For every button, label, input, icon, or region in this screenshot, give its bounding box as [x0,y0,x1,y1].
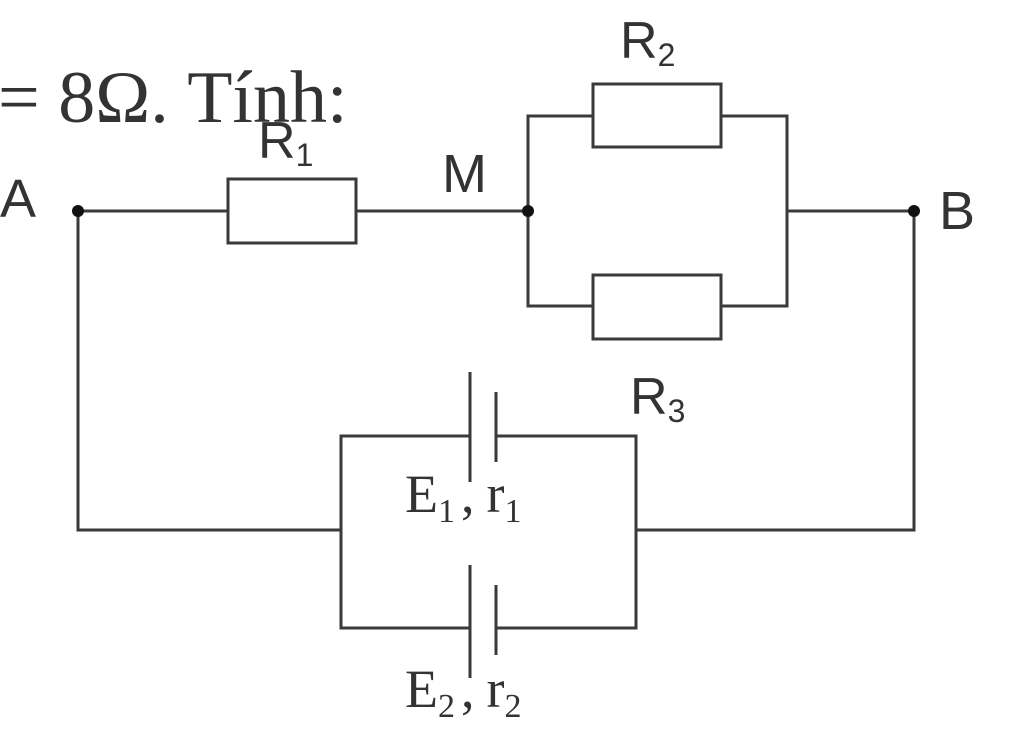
source-e1-label: E1,r1 [405,464,521,530]
node-a-dot [72,205,84,217]
resistor-r1-label: R1 [258,112,313,173]
node-b-label: B [939,181,975,241]
node-b-dot [908,205,920,217]
node-m-dot [522,205,534,217]
node-m-label: M [442,144,487,204]
resistor-r2 [591,82,723,149]
source-e2-label: E2,r2 [405,659,521,725]
header-text: = 8Ω. Tính: [0,57,348,139]
resistor-r2-label: R2 [620,12,675,73]
resistor-r3 [591,273,723,341]
resistor-r1 [226,177,358,245]
resistor-r3-label: R3 [630,368,685,429]
node-a-label: A [0,169,36,229]
